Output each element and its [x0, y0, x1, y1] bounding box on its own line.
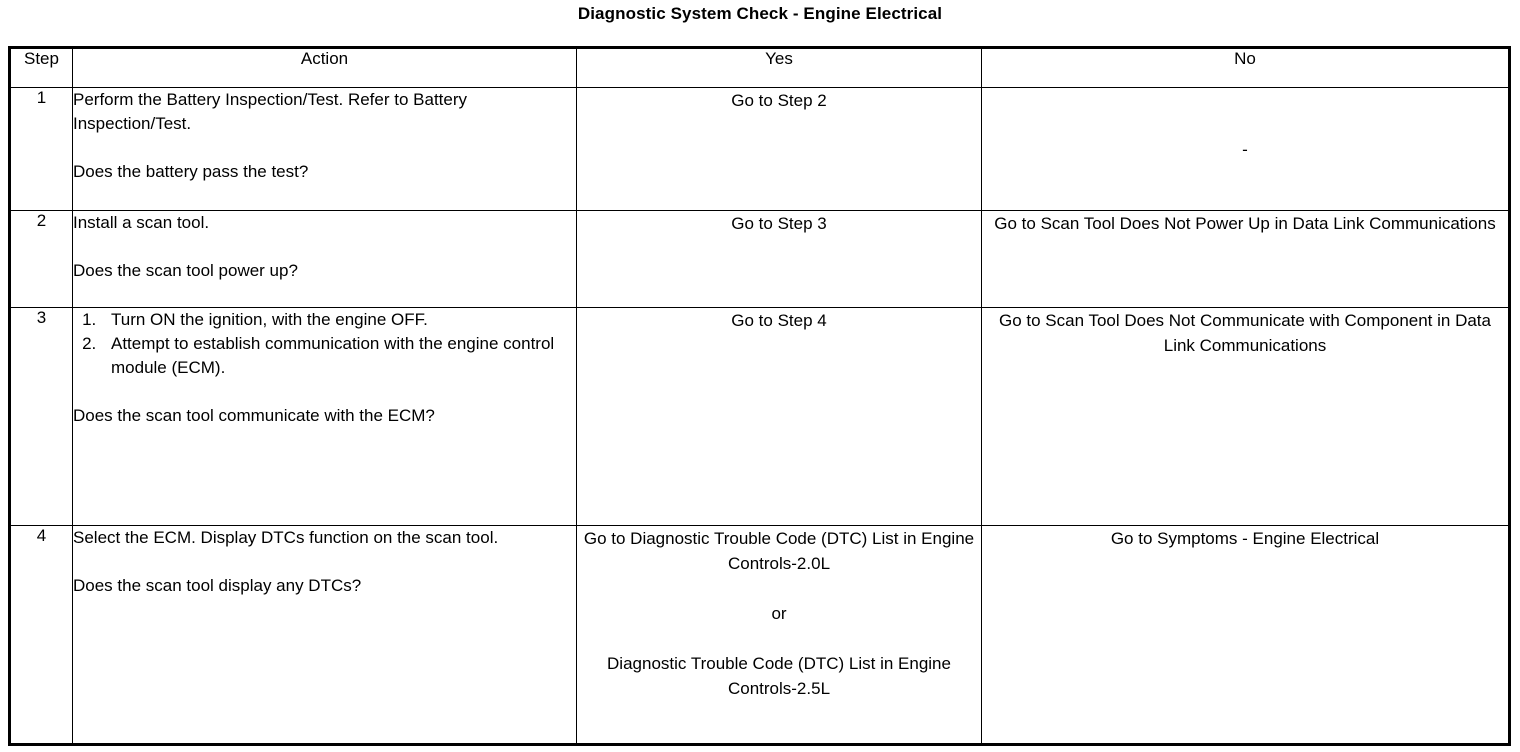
action-question: Does the scan tool display any DTCs?	[73, 576, 362, 595]
yes-cell: Go to Step 3	[576, 210, 982, 308]
yes-cell: Go to Step 2	[576, 87, 982, 211]
no-cell: Go to Symptoms - Engine Electrical	[981, 525, 1510, 745]
table-row: 2 Install a scan tool. Does the scan too…	[9, 210, 1510, 308]
action-cell: Install a scan tool. Does the scan tool …	[72, 210, 577, 308]
column-header-yes: Yes	[576, 47, 982, 88]
action-cell: Perform the Battery Inspection/Test. Ref…	[72, 87, 577, 211]
yes-text: Go to Step 4	[731, 311, 827, 330]
step-number: 3	[9, 307, 73, 526]
action-intro: Select the ECM. Display DTCs function on…	[73, 528, 499, 547]
column-header-no: No	[981, 47, 1510, 88]
table-row: 3 Turn ON the ignition, with the engine …	[9, 307, 1510, 526]
table-body: 1 Perform the Battery Inspection/Test. R…	[9, 87, 1510, 745]
no-cell: -	[981, 87, 1510, 211]
diagnostic-steps-table: Step Action Yes No 1 Perform the Battery…	[8, 46, 1511, 746]
yes-text: Go to Step 2	[731, 91, 827, 110]
yes-cell: Go to Diagnostic Trouble Code (DTC) List…	[576, 525, 982, 745]
no-text: -	[1242, 139, 1248, 159]
no-cell: Go to Scan Tool Does Not Communicate wit…	[981, 307, 1510, 526]
action-question: Does the scan tool power up?	[73, 261, 298, 280]
no-cell: Go to Scan Tool Does Not Power Up in Dat…	[981, 210, 1510, 308]
step-number: 4	[9, 525, 73, 745]
step-number: 2	[9, 210, 73, 308]
action-substep-list: Turn ON the ignition, with the engine OF…	[73, 308, 576, 380]
yes-text-conjunction: or	[771, 604, 787, 623]
page-title: Diagnostic System Check - Engine Electri…	[577, 4, 943, 23]
column-header-step: Step	[9, 47, 73, 88]
step-number: 1	[9, 87, 73, 211]
table-row: 4 Select the ECM. Display DTCs function …	[9, 525, 1510, 745]
table-header-row: Step Action Yes No	[9, 47, 1510, 88]
yes-text-secondary: Diagnostic Trouble Code (DTC) List in En…	[607, 654, 951, 698]
action-intro: Perform the Battery Inspection/Test. Ref…	[73, 90, 468, 133]
action-substep: Turn ON the ignition, with the engine OF…	[101, 308, 576, 332]
action-intro: Install a scan tool.	[73, 213, 210, 232]
yes-text: Go to Step 3	[731, 214, 827, 233]
no-text: Go to Symptoms - Engine Electrical	[1110, 529, 1380, 548]
no-text: Go to Scan Tool Does Not Communicate wit…	[999, 311, 1491, 355]
action-cell: Select the ECM. Display DTCs function on…	[72, 525, 577, 745]
yes-cell: Go to Step 4	[576, 307, 982, 526]
action-question: Does the scan tool communicate with the …	[73, 406, 435, 425]
yes-text-primary: Go to Diagnostic Trouble Code (DTC) List…	[583, 529, 975, 573]
table-header: Step Action Yes No	[9, 47, 1510, 88]
column-header-action: Action	[72, 47, 577, 88]
table-row: 1 Perform the Battery Inspection/Test. R…	[9, 87, 1510, 211]
no-text: Go to Scan Tool Does Not Power Up in Dat…	[994, 214, 1496, 233]
action-cell: Turn ON the ignition, with the engine OF…	[72, 307, 577, 526]
action-substep: Attempt to establish communication with …	[101, 332, 576, 380]
action-question: Does the battery pass the test?	[73, 162, 309, 181]
